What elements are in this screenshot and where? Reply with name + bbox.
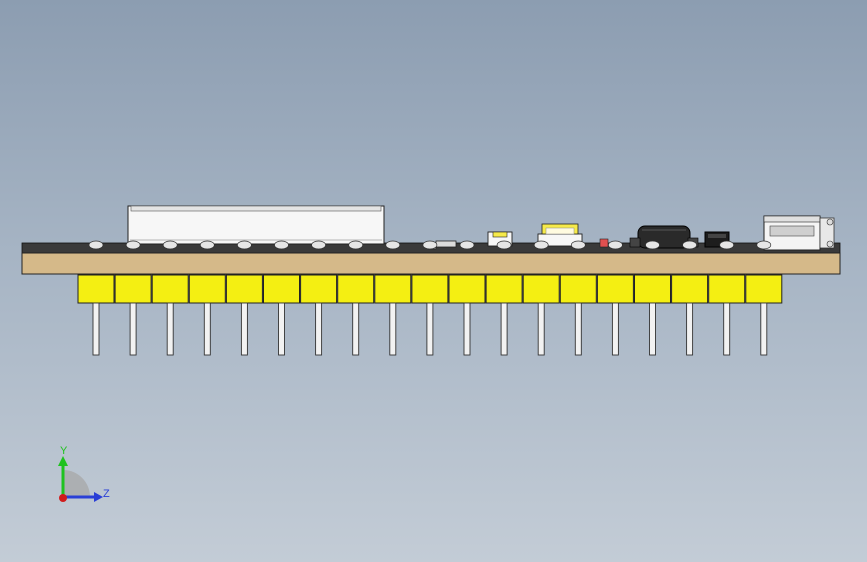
pin-header-block [411,274,449,304]
header-pin [203,302,211,356]
shield-module [127,205,385,245]
pin-header-block [708,274,746,304]
pin-header-block [114,274,152,304]
header-pin [129,302,137,356]
header-pin [240,302,248,356]
pin-header-block [448,274,486,304]
solder-joint [570,240,586,250]
z-axis-arrow [94,492,103,502]
header-pin [426,302,434,356]
pin-header-block [151,274,189,304]
pin-header-block [559,274,597,304]
header-pin [315,302,323,356]
header-pin [166,302,174,356]
solder-joint [719,240,735,250]
x-axis-dot [59,494,67,502]
header-pin [278,302,285,356]
solder-joint [682,240,697,250]
solder-joint [756,240,772,250]
solder-joint [422,240,438,250]
header-pin [611,302,619,356]
pin-header-block [300,274,338,304]
orientation-triad[interactable]: Y Z [58,445,110,502]
solder-joint [533,240,549,250]
pin-header-block [77,274,115,304]
header-pin [760,302,768,356]
solder-joint [608,240,623,250]
solder-joint [88,240,104,250]
y-axis-arrow [58,456,68,466]
pin-header-block [225,274,263,304]
red-resistor [599,238,609,248]
header-pin [389,302,397,356]
header-pin [463,302,471,356]
pin-header-block [671,274,709,304]
pin-header-block [263,274,300,304]
pin-header-block [485,274,523,304]
pin-header [77,274,783,356]
solder-joint [125,240,141,250]
header-pin [537,302,545,356]
usb-connector [763,215,835,251]
pin-header-block [188,274,226,304]
solder-joint [199,240,215,250]
header-pin [500,302,508,356]
header-pin [649,302,656,356]
solder-joint [311,240,326,250]
pcb-board [21,252,841,275]
pin-header-block [596,274,634,304]
z-axis-label: Z [103,488,110,500]
pin-header-block [634,274,671,304]
solder-joint [237,240,252,250]
pin-header-block [522,274,560,304]
solder-joint [645,240,660,250]
solder-joint [162,240,178,250]
solder-joint [348,240,364,250]
solder-joint [385,240,401,250]
solder-joint [496,240,512,250]
smd-button [537,223,583,247]
pin-header-block [374,274,412,304]
header-pin [723,302,731,356]
header-pin [686,302,694,356]
triad-quadrant [63,470,90,497]
solder-joints [88,240,772,250]
pin-header-block [337,274,375,304]
header-pin [92,302,100,356]
solder-joint [459,240,475,250]
pcb-assembly [21,205,841,356]
header-pin [352,302,360,356]
y-axis-label: Y [60,445,68,457]
header-pin [574,302,582,356]
pin-header-block [745,274,783,304]
solder-joint [274,240,289,250]
